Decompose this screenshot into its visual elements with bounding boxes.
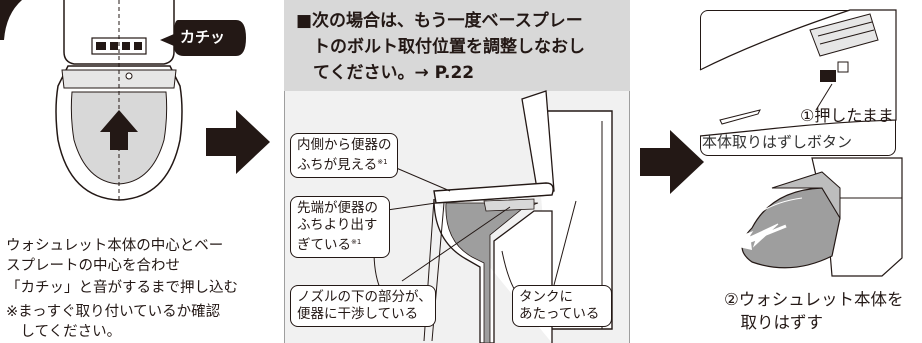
warning-header-line-1: ■次の場合は、もう一度ベースプレー xyxy=(296,11,583,31)
warning-header-box xyxy=(284,0,630,91)
step-arrow-1 xyxy=(206,110,270,174)
instruction-note-line-1: ※まっすぐ取り付いているか確認 xyxy=(6,304,221,320)
callout-inside-visible-line-2: ふちが見える xyxy=(297,157,378,173)
callout-nozzle-line-2: 便器に干渉している xyxy=(297,306,419,322)
instruction-note-line-2: してください。 xyxy=(6,324,122,340)
instruction-line-1: ウォシュレット本体の中心とベー xyxy=(6,238,224,254)
step2-caption-line-1: ②ウォシュレット本体を xyxy=(724,290,904,309)
release-button-label: 本体取りはずしボタン xyxy=(702,133,853,151)
callout-inside-visible-line-1: 内側から便器の xyxy=(297,137,392,153)
callout-tip-protrudes-line-2: ふちより出す xyxy=(297,217,378,233)
step-badge-shape xyxy=(0,0,22,40)
callout-tip-protrudes-line-1: 先端が便器の xyxy=(297,200,378,216)
step1-label: ①押したまま xyxy=(800,106,894,125)
step-arrow-2 xyxy=(640,130,704,194)
callout-inside-visible: 内側から便器の ふちが見える※1 xyxy=(290,133,398,178)
warning-header: ■次の場合は、もう一度ベースプレー トのボルト取付位置を調整しなおし てください… xyxy=(296,8,626,86)
step2-caption-line-2: 取りはずす xyxy=(724,313,824,332)
instruction-line-2: スプレートの中心を合わせ xyxy=(6,258,180,274)
click-callout-label: カチッ xyxy=(180,28,226,46)
callout-tank-contact: タンクに あたっている xyxy=(512,285,612,327)
callout-nozzle-interference: ノズルの下の部分が、 便器に干渉している xyxy=(290,285,436,327)
callout-nozzle-line-1: ノズルの下の部分が、 xyxy=(297,289,432,305)
instruction-line-3: 「カチッ」と音がするまで押し込む xyxy=(6,280,238,296)
callout-tank-line-1: タンクに xyxy=(519,289,573,305)
footnote-marker: ※1 xyxy=(377,158,388,166)
callout-tip-protrudes: 先端が便器の ふちより出す ぎている※1 xyxy=(290,196,390,258)
click-callout-bubble xyxy=(160,20,246,56)
toilet-topdown-illustration xyxy=(55,0,183,201)
footnote-marker: ※1 xyxy=(351,238,362,246)
release-button-detail-illustration xyxy=(699,9,897,137)
warning-header-line-2: トのボルト取付位置を調整しなおし xyxy=(296,37,585,57)
washlet-removal-illustration xyxy=(734,157,903,277)
callout-tank-line-2: あたっている xyxy=(519,306,600,322)
warning-header-line-3: てください。→ P.22 xyxy=(296,63,475,83)
callout-tip-protrudes-line-3: ぎている xyxy=(297,237,351,253)
